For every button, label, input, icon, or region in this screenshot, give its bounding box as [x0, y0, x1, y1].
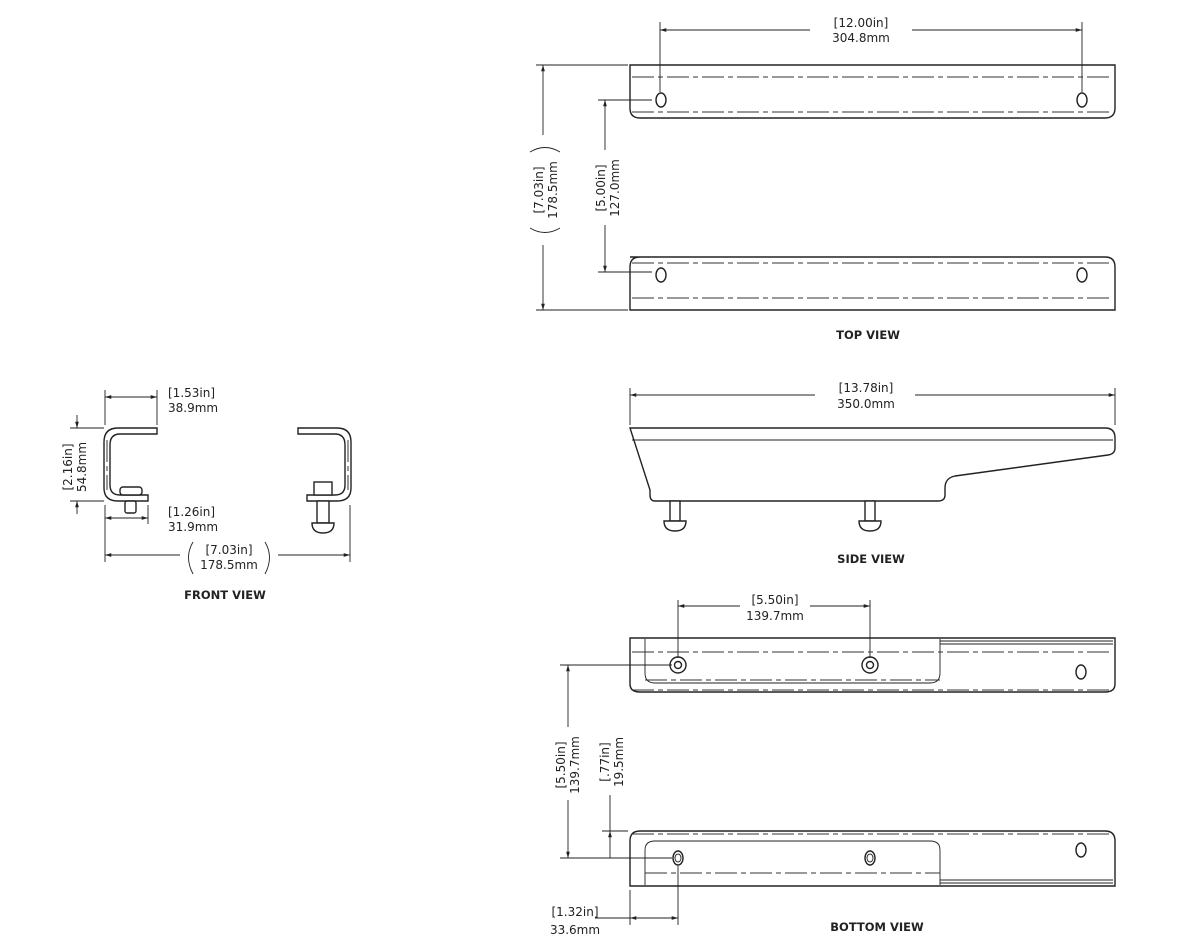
dim-bolt-offset: [1.26in] 31.9mm	[105, 505, 218, 534]
bolt	[663, 500, 687, 532]
dim-text-in: [7.03in]	[532, 166, 546, 213]
view-title: TOP VIEW	[836, 328, 900, 342]
top-bar-upper	[629, 64, 1116, 119]
dim-text-mm: 139.7mm	[568, 736, 582, 794]
dim-text-mm: 19.5mm	[612, 737, 626, 787]
dim-slot-spacing: [12.00in] 304.8mm	[659, 16, 1083, 92]
view-title: BOTTOM VIEW	[830, 920, 924, 934]
dim-text-in: [5.50in]	[751, 593, 798, 607]
dim-end-offset: [1.32in] 33.6mm	[550, 866, 679, 937]
dim-text-mm: 38.9mm	[168, 401, 218, 415]
view-title: SIDE VIEW	[837, 552, 905, 566]
dim-text-in: [7.03in]	[205, 543, 252, 557]
dim-text-mm: 304.8mm	[832, 31, 890, 45]
dim-text-in: [5.00in]	[594, 164, 608, 211]
dim-text-mm: 178.5mm	[200, 558, 258, 572]
dim-row-spacing: [5.50in] 139.7mm	[554, 664, 672, 859]
dim-text-mm: 31.9mm	[168, 520, 218, 534]
side-profile	[629, 427, 1116, 502]
top-view: [12.00in] 304.8mm [7.03in] 178.5mm [5.00…	[529, 16, 1116, 342]
dim-text-in: [1.32in]	[551, 905, 598, 919]
dim-slot-rows: [5.00in] 127.0mm	[594, 99, 652, 273]
dim-bolt-spacing: [5.50in] 139.7mm	[677, 593, 871, 658]
dim-text-in: [.77in]	[598, 742, 612, 781]
dim-text-in: [2.16in]	[61, 443, 75, 490]
dim-text-in: [5.50in]	[554, 741, 568, 788]
dim-text-in: [13.78in]	[839, 381, 894, 395]
dim-text-mm: 33.6mm	[550, 923, 600, 937]
bottom-bar-upper	[629, 637, 1116, 693]
dim-text-mm: 350.0mm	[837, 397, 895, 411]
dim-text-mm: 127.0mm	[608, 159, 622, 217]
front-view: [1.53in] 38.9mm [2.16in] 54.8mm [1.26in]…	[61, 386, 352, 602]
dim-edge-offset: [.77in] 19.5mm	[598, 737, 628, 858]
dim-flange-width: [1.53in] 38.9mm	[104, 386, 218, 425]
view-title: FRONT VIEW	[184, 588, 266, 602]
dim-text-in: [12.00in]	[834, 16, 889, 30]
top-bar-lower	[629, 256, 1116, 311]
dim-text-mm: 54.8mm	[75, 442, 89, 492]
side-view: [13.78in] 350.0mm SIDE VIEW	[629, 381, 1116, 566]
dim-text-in: [1.53in]	[168, 386, 215, 400]
dim-overall-width: [7.03in] 178.5mm	[104, 505, 351, 575]
bolt	[858, 500, 882, 532]
dim-text-in: [1.26in]	[168, 505, 215, 519]
dim-overall-depth: [7.03in] 178.5mm	[529, 64, 628, 311]
left-bracket	[103, 427, 158, 514]
dim-text-mm: 139.7mm	[746, 609, 804, 623]
dim-length: [13.78in] 350.0mm	[629, 381, 1116, 425]
dim-text-mm: 178.5mm	[546, 161, 560, 219]
bottom-view: [5.50in] 139.7mm [5.50in] 139.7mm [.77in…	[550, 593, 1116, 937]
bottom-bar-lower	[629, 830, 1116, 887]
dim-height: [2.16in] 54.8mm	[61, 415, 104, 514]
right-bracket	[297, 427, 352, 534]
